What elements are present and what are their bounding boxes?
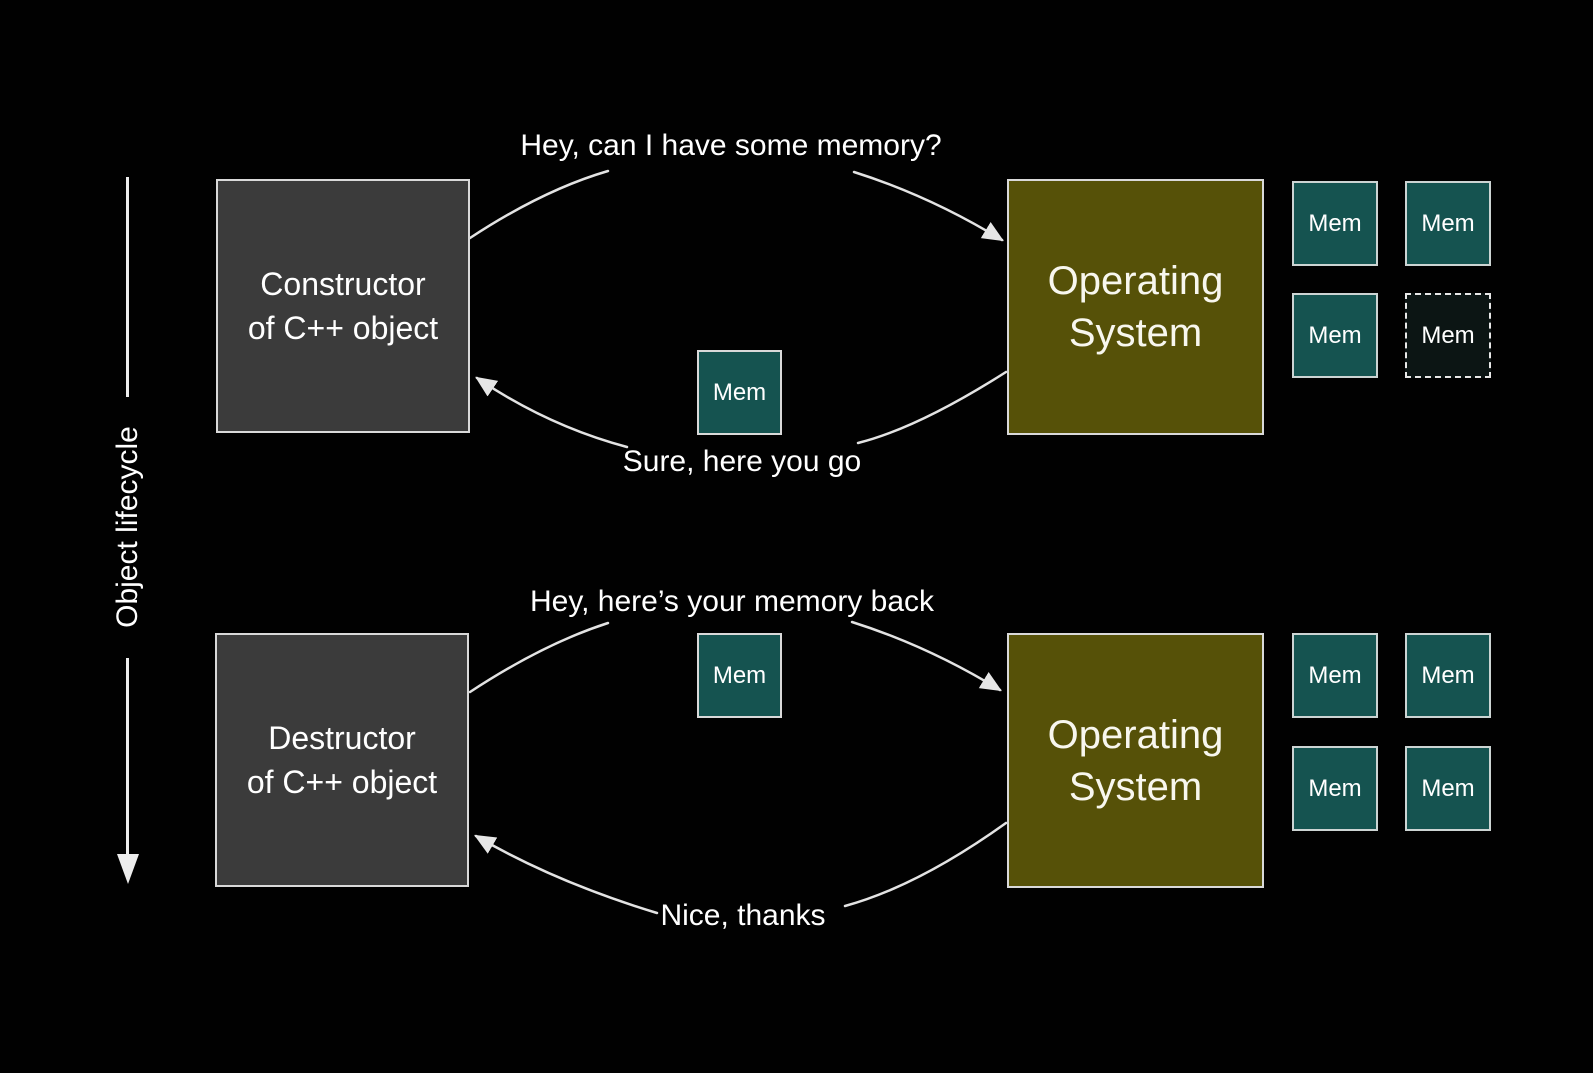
lifecycle-axis-line-bottom bbox=[126, 658, 129, 856]
constructor-label-line1: Constructor bbox=[260, 265, 426, 302]
mem-label: Mem bbox=[1421, 661, 1475, 689]
lifecycle-axis-label: Object lifecycle bbox=[111, 426, 144, 628]
mem-label: Mem bbox=[1421, 774, 1475, 802]
constructor-box: Constructor of C++ object bbox=[216, 179, 470, 433]
os-label-line2: System bbox=[1068, 311, 1203, 355]
os-box-dealloc: Operating System bbox=[1007, 633, 1264, 888]
dealloc-mem-slot-2: Mem bbox=[1405, 633, 1491, 718]
lifecycle-axis-line-top bbox=[126, 177, 129, 397]
free-response-arc-right bbox=[843, 821, 1008, 908]
mem-label: Mem bbox=[712, 378, 767, 406]
mem-label: Mem bbox=[1308, 209, 1362, 237]
alloc-mem-slot-1: Mem bbox=[1292, 181, 1378, 266]
dealloc-mem-slot-3: Mem bbox=[1292, 746, 1378, 831]
dealloc-mem-slot-1: Mem bbox=[1292, 633, 1378, 718]
destructor-label-line1: Destructor bbox=[268, 719, 416, 756]
alloc-mem-slot-4-dashed: Mem bbox=[1405, 293, 1491, 378]
mem-label: Mem bbox=[1308, 321, 1362, 349]
alloc-request-arc-right-arrow bbox=[852, 170, 1004, 242]
alloc-response-arc-right bbox=[856, 370, 1008, 445]
destructor-box: Destructor of C++ object bbox=[215, 633, 469, 887]
os-label-line2: System bbox=[1068, 764, 1203, 809]
down-arrowhead-icon bbox=[117, 854, 139, 884]
os-box-alloc: Operating System bbox=[1007, 179, 1264, 435]
free-request-arc-left bbox=[468, 621, 610, 694]
alloc-request-arc-left bbox=[468, 169, 610, 240]
free-response-arc-left-arrow bbox=[474, 834, 659, 915]
alloc-response-label: Sure, here you go bbox=[622, 445, 862, 478]
constructor-label-line2: of C++ object bbox=[247, 310, 439, 346]
os-label-line1: Operating bbox=[1047, 259, 1224, 303]
os-label-line1: Operating bbox=[1047, 712, 1224, 757]
alloc-response-arc-left-arrow bbox=[475, 376, 629, 449]
alloc-mem-slot-3: Mem bbox=[1292, 293, 1378, 378]
alloc-transfer-mem-box: Mem bbox=[697, 350, 782, 435]
mem-label: Mem bbox=[1308, 774, 1362, 802]
free-request-label: Hey, here’s your memory back bbox=[529, 585, 935, 618]
free-transfer-mem-box: Mem bbox=[697, 633, 782, 718]
free-request-arc-right-arrow bbox=[850, 620, 1002, 692]
mem-label: Mem bbox=[1421, 321, 1475, 349]
alloc-mem-slot-2: Mem bbox=[1405, 181, 1491, 266]
mem-label: Mem bbox=[1421, 209, 1475, 237]
dealloc-mem-slot-4: Mem bbox=[1405, 746, 1491, 831]
destructor-label-line2: of C++ object bbox=[246, 764, 438, 800]
mem-label: Mem bbox=[712, 661, 767, 689]
alloc-request-label: Hey, can I have some memory? bbox=[520, 129, 942, 162]
free-response-label: Nice, thanks bbox=[660, 899, 826, 932]
mem-label: Mem bbox=[1308, 661, 1362, 689]
